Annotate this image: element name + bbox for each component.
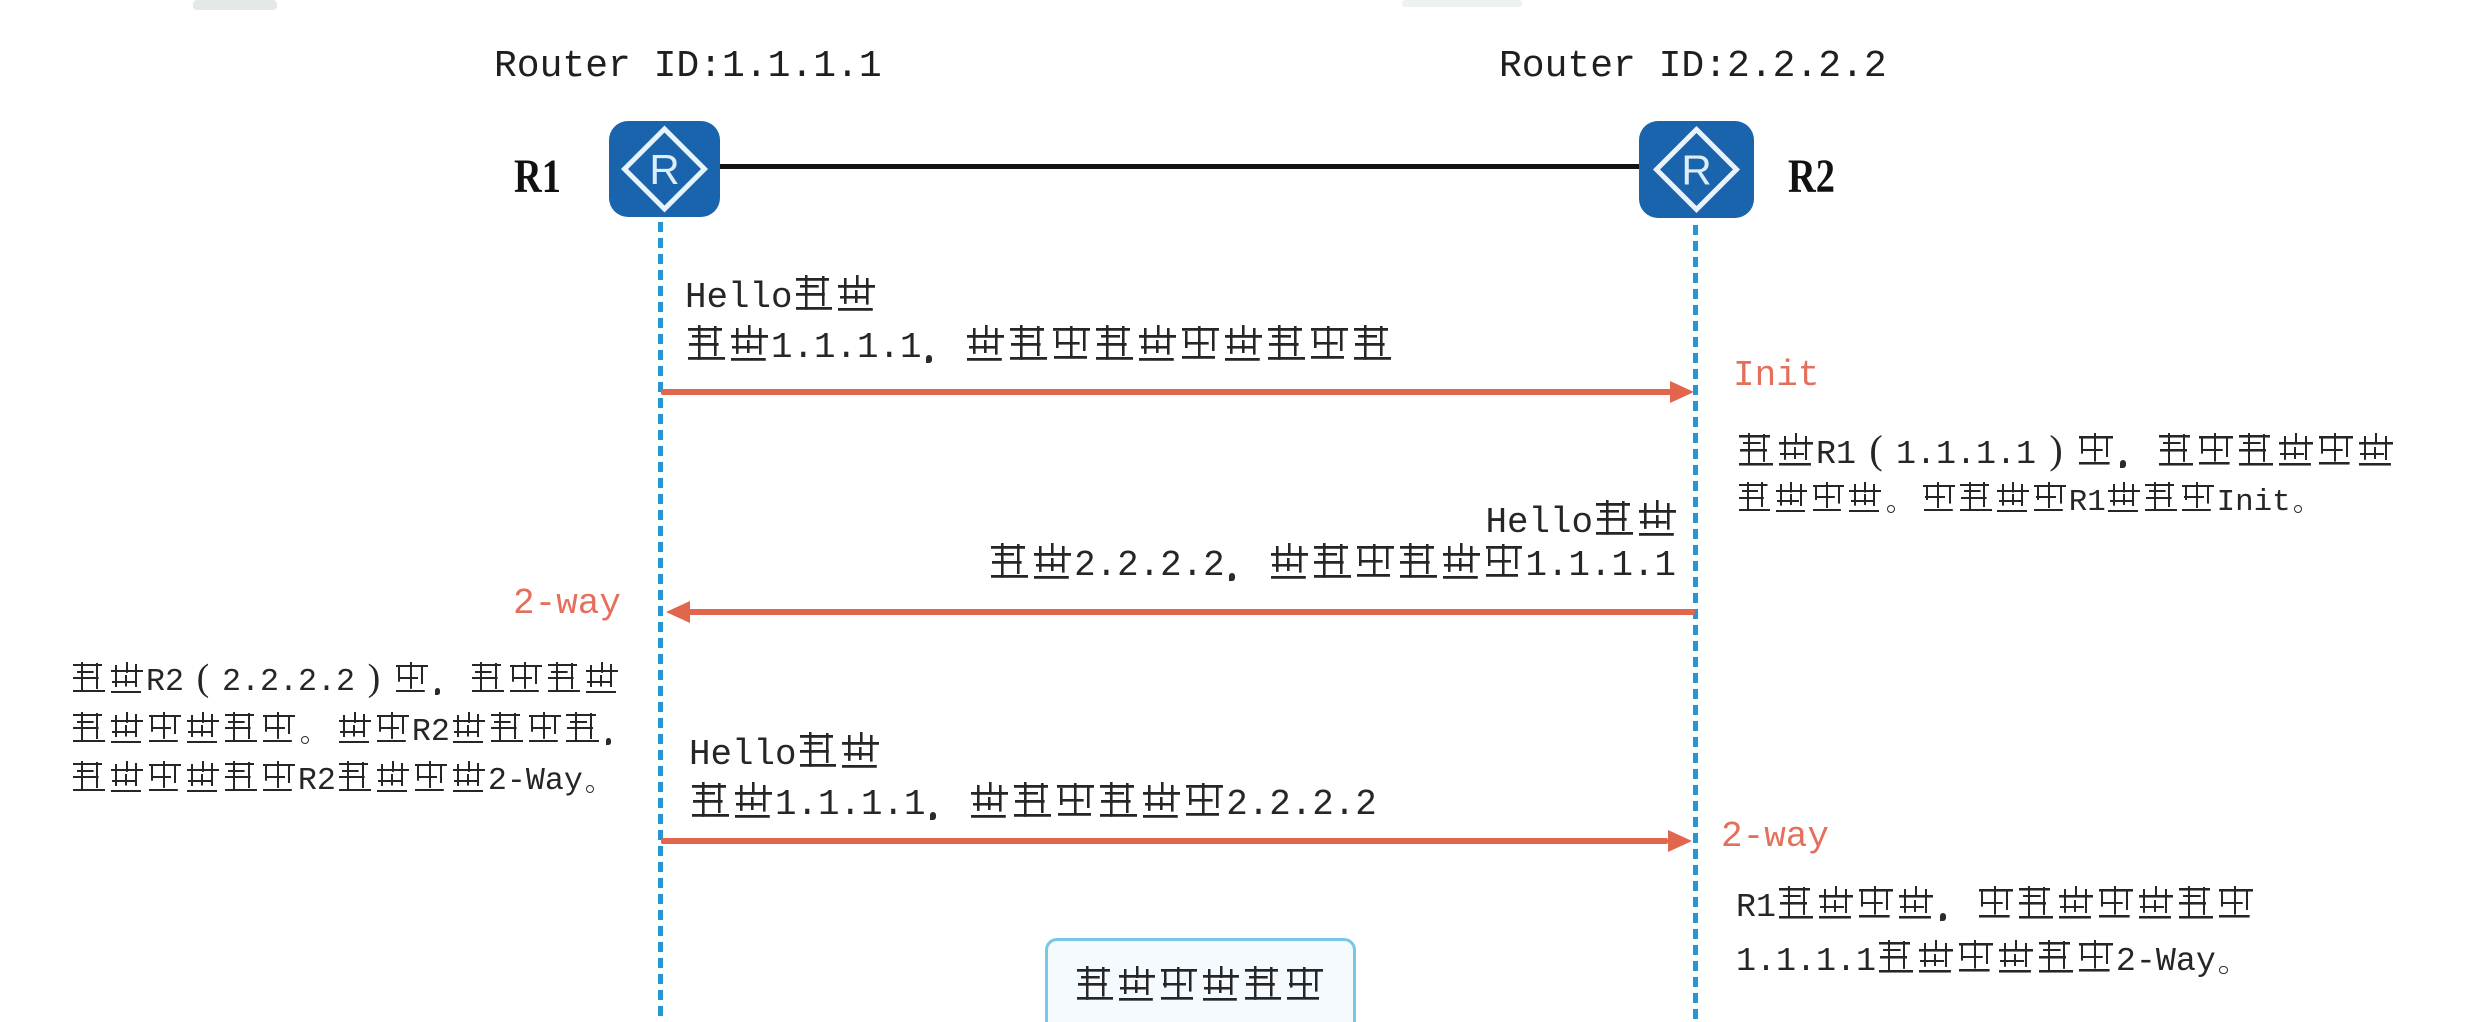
svg-text:R: R	[649, 146, 679, 193]
svg-text:R: R	[1681, 147, 1711, 194]
